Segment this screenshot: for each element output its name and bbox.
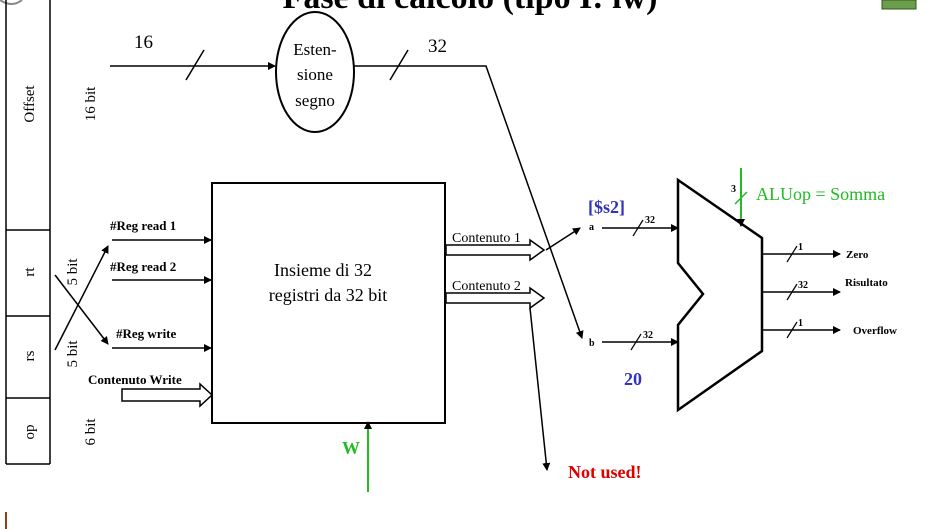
offset-bus: 16 — [110, 32, 276, 81]
alu-op-width: 3 — [731, 184, 736, 195]
field-rt-name: rt — [22, 267, 38, 277]
field-op-width: 6 bit — [83, 418, 99, 446]
sign-extend-unit: Esten- sione segno — [275, 11, 355, 133]
write-enable-label: W — [342, 438, 360, 458]
alu-in-b-width: 32 — [643, 330, 653, 341]
field-offset-width: 16 bit — [83, 86, 99, 121]
alu-out-overflow-label: Overflow — [853, 325, 897, 337]
content1-arrow — [445, 238, 546, 262]
register-outputs: Contenuto 1 Contenuto 2 Not used! — [445, 227, 642, 482]
alu-in-a-label: a — [589, 222, 594, 233]
sign-extend-label-1: Esten- — [293, 40, 337, 59]
register-file-label-1: Insieme di 32 — [274, 260, 372, 280]
logo-icon — [881, 0, 917, 10]
alu-out-result-label: Risultato — [845, 277, 888, 289]
logo-fragment — [0, 0, 23, 5]
alu: a 32 [$s2] b 32 20 3 ALUop = Somma 1 Zer… — [588, 168, 897, 413]
not-used-label: Not used! — [568, 462, 642, 482]
field-rs-width: 5 bit — [65, 340, 81, 368]
instruction-fields: Offset 16 bit rt 5 bit rs 5 bit op 6 bit — [5, 0, 99, 465]
alu-op-label: ALUop = Somma — [756, 184, 885, 204]
alu-in-a-width: 32 — [645, 215, 655, 226]
field-op-name: op — [22, 425, 38, 440]
content2-label: Contenuto 2 — [452, 279, 521, 294]
register-inputs: #Reg read 1 #Reg read 2 #Reg write Conte… — [54, 218, 214, 408]
content1-label: Contenuto 1 — [452, 231, 521, 246]
page-title: Fase di calcolo (tipo I: lw) — [283, 0, 658, 16]
alu-out-result-width: 32 — [798, 280, 808, 291]
alu-in-b-label: b — [589, 338, 595, 349]
alu-value-a: [$s2] — [588, 197, 625, 217]
alu-out-overflow-width: 1 — [798, 318, 803, 329]
field-rt-width: 5 bit — [65, 258, 81, 286]
write-data-label: Contenuto Write — [88, 372, 182, 387]
reg-read2-label: #Reg read 2 — [110, 259, 176, 274]
sign-extend-label-2: sione — [297, 65, 333, 84]
reg-write-label: #Reg write — [116, 326, 177, 341]
write-data-arrow — [121, 382, 214, 408]
write-enable: W — [342, 421, 372, 492]
reg-read1-label: #Reg read 1 — [110, 218, 176, 233]
offset-bus-width: 16 — [134, 32, 153, 53]
alu-shape — [676, 177, 764, 413]
register-file-label-2: registri da 32 bit — [269, 285, 387, 305]
sign-extend-label-3: segno — [295, 91, 335, 110]
extended-bus-width: 32 — [428, 36, 447, 57]
content2-arrow — [445, 286, 546, 310]
alu-out-zero-width: 1 — [798, 242, 803, 253]
alu-value-b: 20 — [624, 369, 642, 389]
alu-out-zero-label: Zero — [846, 249, 869, 261]
field-offset-name: Offset — [22, 85, 38, 123]
field-rs-name: rs — [22, 350, 38, 361]
register-file: Insieme di 32 registri da 32 bit — [211, 182, 446, 424]
